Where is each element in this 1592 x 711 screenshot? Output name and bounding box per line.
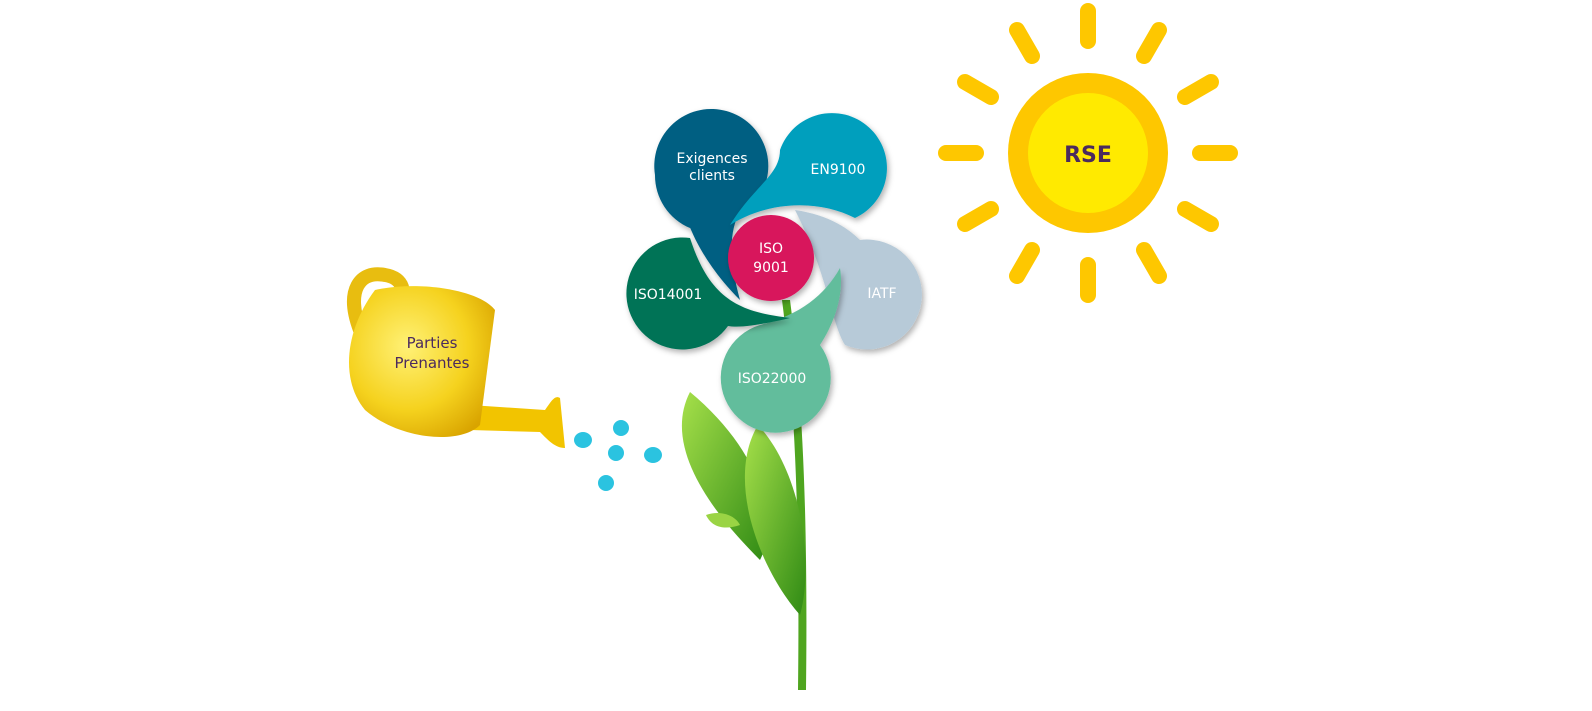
sun-ray <box>1176 201 1219 232</box>
sun-ray <box>957 201 1000 232</box>
petal-exigences-clients: Exigences clients <box>654 108 769 300</box>
leaf <box>681 392 768 560</box>
water-drops <box>574 420 662 491</box>
water-drop <box>608 445 624 461</box>
water-drop <box>644 447 662 463</box>
sun-label: RSE <box>1064 143 1112 168</box>
petal-iso14001: ISO14001 <box>626 237 790 350</box>
svg-text:Parties: Parties <box>407 334 458 352</box>
water-drop <box>574 432 592 448</box>
svg-text:IATF: IATF <box>867 286 896 302</box>
sun-ray <box>1136 241 1167 284</box>
svg-text:ISO22000: ISO22000 <box>738 371 807 387</box>
water-drop <box>598 475 614 491</box>
petal-iso22000: ISO22000 <box>720 268 841 433</box>
leaf <box>706 513 740 528</box>
sun-ray <box>1136 22 1167 65</box>
svg-text:ISO: ISO <box>759 241 783 257</box>
svg-text:9001: 9001 <box>753 260 789 276</box>
leaf <box>744 425 806 615</box>
watering-can: Parties Prenantes <box>347 267 565 448</box>
flower: Exigences clients EN9100 IATF ISO22000 I… <box>626 108 922 433</box>
petal-iatf: IATF <box>795 210 922 350</box>
water-drop <box>613 420 629 436</box>
svg-text:ISO14001: ISO14001 <box>634 287 703 303</box>
sun: RSE <box>938 3 1238 303</box>
stem <box>681 300 807 690</box>
svg-text:EN9100: EN9100 <box>811 162 866 178</box>
sun-ray <box>1009 241 1040 284</box>
svg-text:Prenantes: Prenantes <box>395 354 470 372</box>
petal-en9100: EN9100 <box>730 113 887 225</box>
svg-text:Exigences: Exigences <box>677 151 748 167</box>
svg-text:clients: clients <box>689 168 735 184</box>
sun-ray <box>957 74 1000 105</box>
flower-center-iso9001: ISO 9001 <box>728 215 814 301</box>
sun-ray <box>1009 22 1040 65</box>
sun-ray <box>1176 74 1219 105</box>
